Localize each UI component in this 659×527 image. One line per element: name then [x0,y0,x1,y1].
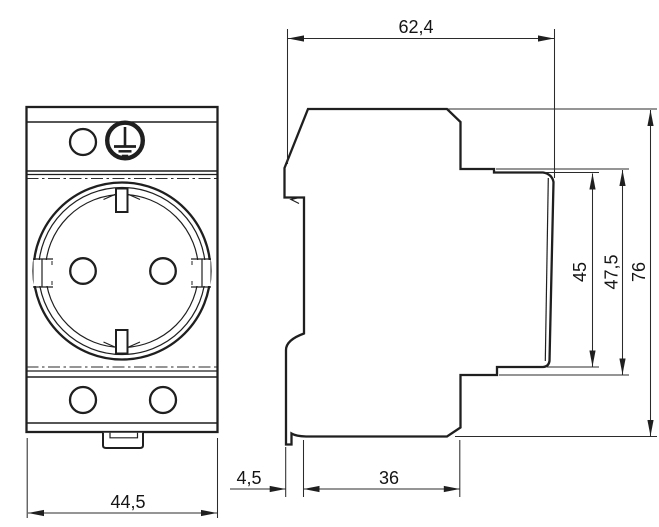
dim-total-height-label: 76 [629,262,649,282]
earth-contact-bottom [103,329,141,355]
earth-contact-top-tab [115,187,129,213]
earth-contact-top [103,187,141,213]
right-notch [191,258,211,288]
front-body-outline [25,105,219,434]
lower-hole-left [68,385,98,415]
dim-base-depth-label: 36 [379,468,399,488]
lower-hole-right [148,385,178,415]
indicator-hole [68,127,98,157]
earth-icon-ring [104,120,145,161]
release-tab-outline [102,432,144,449]
dim-total-height-arrow-top [647,110,654,126]
right-notch-clearout [191,260,211,286]
dim-panel-height: 45 [545,171,599,368]
dim-upper-height-arrow-bottom [619,358,626,375]
side-profile-outline [283,107,555,446]
dim-base-depth: 36 [302,440,461,497]
dim-panel-height-arrow-top [589,173,596,190]
dim-side-width: 62,4 [286,17,556,178]
dim-total-height-arrow-bottom [647,420,654,436]
front-view: 44,5 [25,105,219,518]
dim-panel-height-arrow-bottom [589,350,596,367]
dim-front-width-arrow-right [201,509,217,517]
dim-base-depth-arrow-right [443,485,460,493]
left-notch-clearout [33,260,53,286]
dim-panel-height-label: 45 [570,262,590,282]
earth-contact-bottom-wing-right [127,341,141,349]
pin-hole-left [69,257,97,285]
dim-front-width-label: 44,5 [110,492,145,512]
dim-side-width-arrow-right [538,35,554,42]
dim-side-width-label: 62,4 [398,17,433,37]
dim-upper-height-label: 47,5 [602,254,622,289]
earth-contact-top-wing-left [103,193,117,201]
release-tab [102,432,144,449]
dim-clip-depth: 4,5 [230,447,287,497]
earth-contact-top-wing-right [127,193,141,201]
dim-upper-height-arrow-top [619,170,626,186]
din-rail-catch-tooth [289,196,300,205]
earth-contact-bottom-tab [115,329,129,355]
side-view: 62,4 45 47,5 76 [230,17,657,497]
front-face-inner-edge [544,177,549,362]
dim-side-width-arrow-left [288,35,304,42]
release-tab-inner [109,432,139,439]
dim-total-height: 76 [448,108,657,438]
dim-upper-height: 47,5 [496,168,629,376]
earth-contact-bottom-wing-left [103,341,117,349]
protective-earth-icon [104,120,145,161]
left-notch [33,258,53,288]
dim-front-width-arrow-left [28,509,44,517]
dim-front-width: 44,5 [26,438,219,518]
pin-hole-right [149,257,177,285]
dim-clip-depth-arrow [269,485,286,493]
dim-base-depth-arrow-left [303,485,320,493]
dim-clip-depth-label: 4,5 [236,468,261,488]
